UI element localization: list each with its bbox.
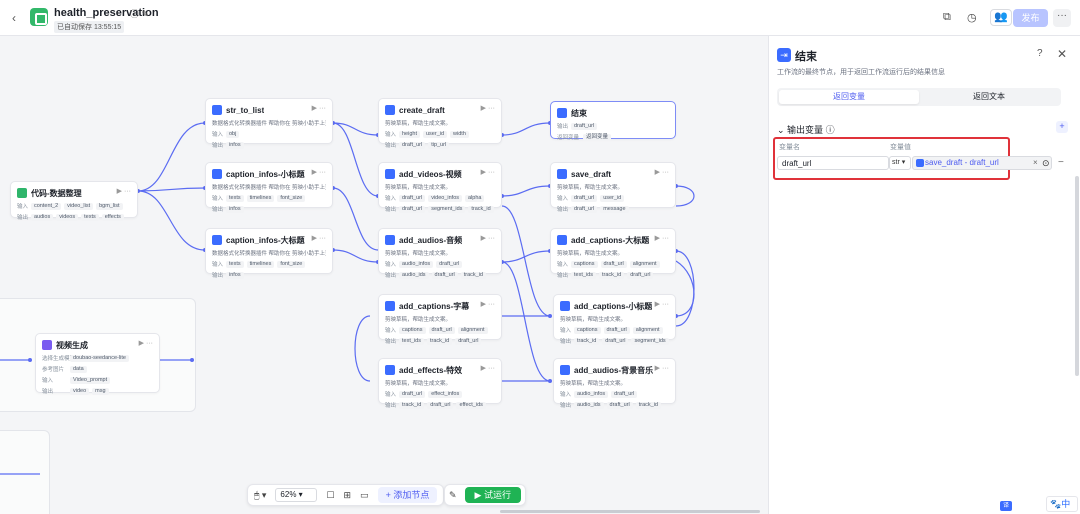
top-header: ‹ health_preservation ⓘ ✎ 已自动保存 13:55:15… bbox=[0, 0, 1080, 36]
remove-variable-icon[interactable]: − bbox=[1058, 157, 1064, 168]
col-variable-value: 变量值 bbox=[890, 144, 911, 151]
plugin-icon[interactable]: ⧉ bbox=[943, 11, 951, 23]
plugin-icon bbox=[916, 159, 924, 167]
reference-picker-icon[interactable]: ⊙ bbox=[1042, 158, 1050, 168]
node-run-icon[interactable]: ▶ ··· bbox=[116, 188, 131, 195]
panel-vertical-scrollbar[interactable] bbox=[1075, 176, 1079, 376]
plugin-icon bbox=[212, 105, 222, 115]
plugin-icon bbox=[560, 365, 570, 375]
back-icon[interactable]: ‹ bbox=[12, 11, 16, 25]
end-node-icon: ⇥ bbox=[777, 48, 791, 62]
test-run-button[interactable]: ▶ 试运行 bbox=[464, 487, 521, 503]
tab-return-text[interactable]: 返回文本 bbox=[973, 92, 1005, 101]
plugin-icon bbox=[385, 235, 395, 245]
node-caption-infos-small[interactable]: caption_infos-小标题 ▶ ··· 数据格式化转换器插件 帮助你在 … bbox=[205, 162, 333, 213]
canvas-horizontal-scrollbar[interactable] bbox=[500, 510, 760, 513]
translate-icon[interactable]: 译 bbox=[1000, 501, 1012, 511]
info-edit-icons[interactable]: ⓘ ✎ bbox=[130, 9, 150, 19]
ime-indicator[interactable]: 🐾中 bbox=[1046, 496, 1078, 512]
comment-icon[interactable]: ☐ bbox=[326, 489, 335, 500]
add-node-button[interactable]: + 添加节点 bbox=[377, 487, 438, 503]
plugin-icon bbox=[385, 301, 395, 311]
run-toolbar: ✎ ▶ 试运行 bbox=[444, 484, 526, 506]
node-run-icon[interactable]: ▶ ··· bbox=[480, 365, 495, 372]
app-logo-icon bbox=[30, 8, 48, 26]
add-variable-button[interactable]: + bbox=[1056, 121, 1068, 133]
video-icon bbox=[42, 340, 52, 350]
tab-return-variable[interactable]: 返回变量 bbox=[779, 90, 919, 104]
node-run-icon[interactable]: ▶ ··· bbox=[480, 105, 495, 112]
plugin-icon bbox=[385, 365, 395, 375]
grid-icon[interactable]: ⊞ bbox=[343, 489, 352, 500]
node-run-icon[interactable]: ▶ ··· bbox=[480, 235, 495, 242]
plugin-icon bbox=[557, 235, 567, 245]
plugin-icon bbox=[212, 235, 222, 245]
node-run-icon[interactable]: ▶ ··· bbox=[138, 340, 153, 347]
minimap-icon[interactable]: ▭ bbox=[360, 489, 369, 500]
variable-name-input[interactable] bbox=[777, 156, 889, 170]
node-run-icon[interactable]: ▶ ··· bbox=[654, 169, 669, 176]
panel-title: 结束 bbox=[795, 51, 817, 63]
node-run-icon[interactable]: ▶ ··· bbox=[654, 365, 669, 372]
output-variables-title[interactable]: ⌄ 输出变量 ⓘ bbox=[777, 125, 835, 135]
node-run-icon[interactable]: ▶ ··· bbox=[311, 169, 326, 176]
more-button[interactable]: ··· bbox=[1053, 9, 1071, 27]
plugin-icon bbox=[385, 105, 395, 115]
debug-icon[interactable]: ✎ bbox=[449, 489, 457, 500]
end-node-panel: ⇥ 结束 ? ✕ 工作流的最终节点，用于返回工作流运行后的结果信息 返回变量 返… bbox=[768, 36, 1080, 514]
app-title: health_preservation bbox=[54, 7, 159, 19]
node-run-icon[interactable]: ▶ ··· bbox=[654, 235, 669, 242]
collaborator-icon[interactable]: 👥 bbox=[990, 9, 1012, 26]
node-run-icon[interactable]: ▶ ··· bbox=[654, 301, 669, 308]
col-variable-name: 变量名 bbox=[779, 144, 800, 151]
variable-reference[interactable]: save_draft - draft_url bbox=[912, 156, 1052, 170]
end-icon bbox=[557, 108, 567, 118]
code-icon bbox=[17, 188, 27, 198]
plugin-icon bbox=[385, 169, 395, 179]
node-run-icon[interactable]: ▶ ··· bbox=[311, 235, 326, 242]
node-run-icon[interactable]: ▶ ··· bbox=[480, 169, 495, 176]
variable-type-select[interactable]: str ▾ bbox=[889, 156, 911, 170]
connection-wires bbox=[0, 121, 695, 475]
return-mode-segment: 返回变量 返回文本 bbox=[777, 88, 1061, 106]
history-icon[interactable]: ◷ bbox=[967, 12, 977, 24]
plugin-icon bbox=[212, 169, 222, 179]
loop-group-2 bbox=[0, 430, 50, 514]
node-caption-infos-big[interactable]: caption_infos-大标题 ▶ ··· 数据格式化转换器插件 帮助你在 … bbox=[205, 228, 333, 279]
plugin-icon bbox=[560, 301, 570, 311]
zoom-select[interactable]: 62% ▾ bbox=[275, 488, 318, 502]
close-icon[interactable]: ✕ bbox=[1057, 47, 1068, 61]
pointer-mode-icon[interactable]: 🖱 ▾ bbox=[254, 489, 267, 500]
node-run-icon[interactable]: ▶ ··· bbox=[311, 105, 326, 112]
clear-reference-icon[interactable]: × bbox=[1033, 158, 1038, 167]
publish-button[interactable]: 发布 bbox=[1013, 9, 1048, 27]
panel-description: 工作流的最终节点，用于返回工作流运行后的结果信息 bbox=[777, 69, 945, 76]
autosave-status: 已自动保存 13:55:15 bbox=[54, 21, 125, 33]
node-str-to-list[interactable]: str_to_list ▶ ··· 数据格式化转换器插件 帮助你在 剪映小助手上… bbox=[205, 98, 333, 149]
canvas-toolbar: 🖱 ▾ 62% ▾ ☐ ⊞ ▭ + 添加节点 bbox=[247, 484, 445, 506]
help-icon[interactable]: ? bbox=[1037, 48, 1043, 59]
node-run-icon[interactable]: ▶ ··· bbox=[480, 301, 495, 308]
plugin-icon bbox=[557, 169, 567, 179]
